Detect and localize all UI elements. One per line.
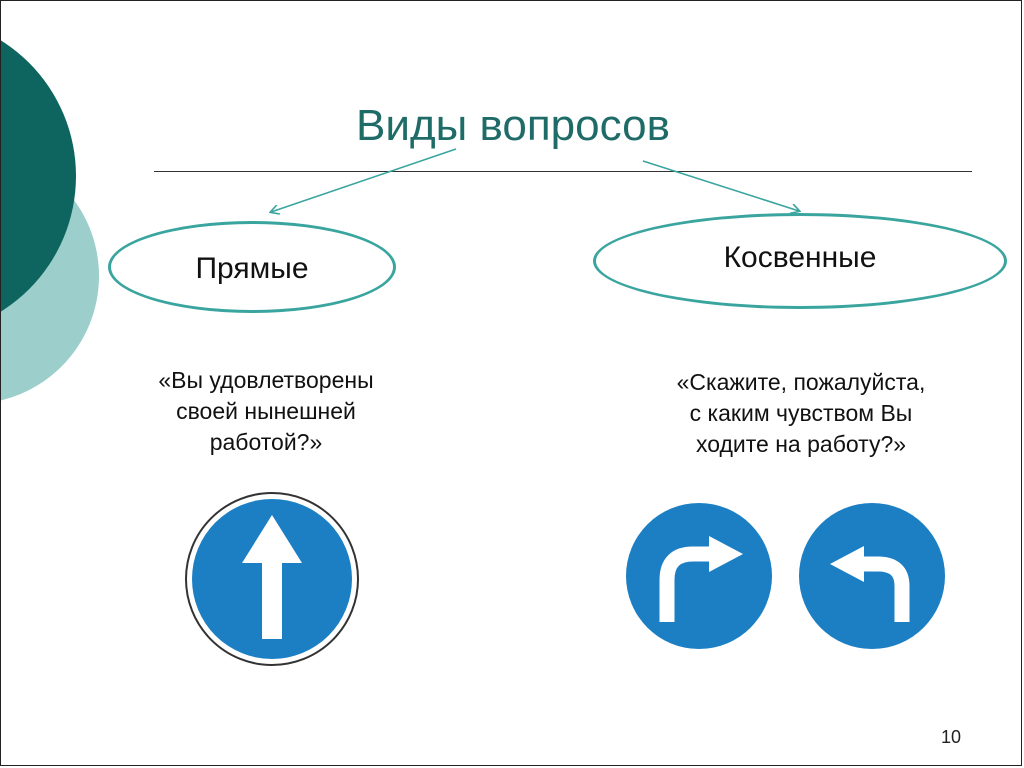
direct-quote-line: «Вы удовлетворены (158, 367, 374, 393)
indirect-quote-line: «Скажите, пожалуйста, (676, 369, 926, 395)
indirect-question-example: «Скажите, пожалуйста, с каким чувством В… (601, 367, 1001, 460)
title-divider (154, 171, 972, 172)
straight-arrow-sign-icon (185, 492, 359, 666)
branch-arrows (1, 148, 1022, 241)
direct-quote-line: работой?» (209, 429, 323, 455)
arrow-to-indirect (642, 160, 799, 211)
direct-quote-line: своей нынешней (176, 398, 356, 424)
arrow-to-direct (271, 148, 457, 212)
direct-label: Прямые (195, 252, 309, 285)
turn-right-sign-icon (626, 503, 772, 649)
indirect-quote-line: ходите на работу?» (695, 431, 907, 457)
decorative-circle-dark (1, 40, 76, 312)
indirect-label: Косвенные (723, 241, 877, 274)
decorative-circles (1, 40, 99, 401)
oval-direct: Прямые (108, 221, 396, 313)
direct-question-example: «Вы удовлетворены своей нынешней работой… (101, 365, 431, 458)
slide-title: Виды вопросов (356, 101, 670, 150)
turn-left-sign-icon (799, 503, 945, 649)
page-number: 10 (940, 727, 962, 747)
oval-indirect: Косвенные (593, 213, 1007, 309)
indirect-quote-line: с каким чувством Вы (689, 400, 913, 426)
